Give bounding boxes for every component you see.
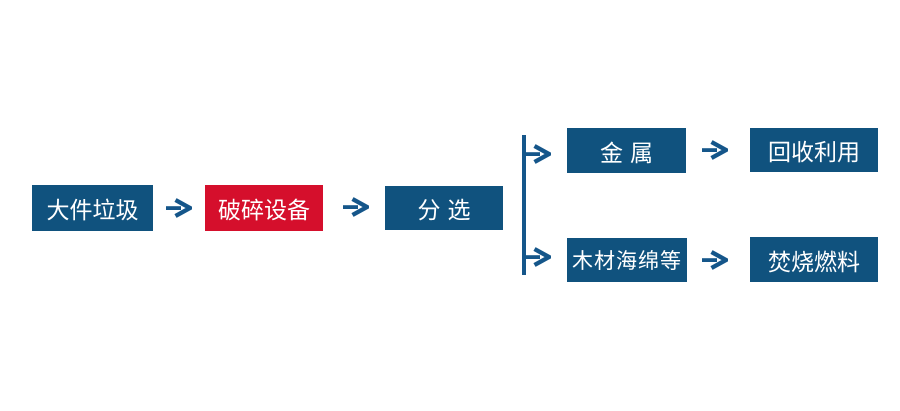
- node-metal: 金属: [567, 128, 686, 173]
- node-recycling: 回收利用: [750, 128, 878, 172]
- arrow-right-icon: [166, 198, 192, 218]
- node-crushing-equipment: 破碎设备: [205, 185, 323, 231]
- branch-arrow-top-icon: [525, 144, 551, 164]
- branch-connector-line: [522, 135, 526, 275]
- node-wood-sponge: 木材海绵等: [567, 238, 687, 282]
- branch-arrow-bottom-icon: [525, 247, 551, 267]
- arrow-right-icon: [702, 250, 728, 270]
- node-bulky-waste: 大件垃圾: [32, 185, 153, 231]
- node-sorting: 分选: [385, 186, 503, 230]
- node-incineration-fuel: 焚烧燃料: [750, 237, 878, 282]
- arrow-right-icon: [343, 197, 369, 217]
- arrow-right-icon: [702, 140, 728, 160]
